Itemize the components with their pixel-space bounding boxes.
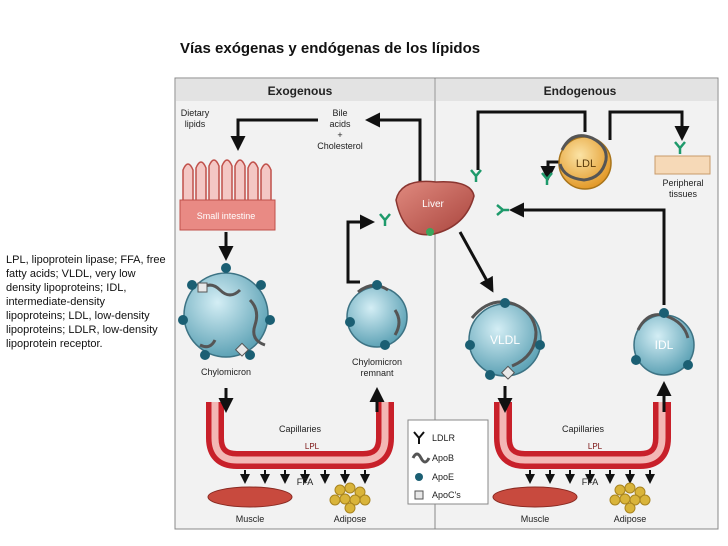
liver-to-ldl-line — [476, 110, 587, 170]
peripheral-label-1: Peripheral — [662, 178, 703, 188]
ldl-uptake-arrow — [540, 160, 560, 181]
bile-label-4: Cholesterol — [317, 141, 363, 151]
ffa-left-arrows — [240, 470, 370, 484]
remnant-to-liver-arrow — [346, 214, 375, 284]
legend-apocs-icon — [414, 490, 424, 500]
abbreviation-caption: LPL, lipoprotein lipase; FFA, free fatty… — [6, 254, 166, 350]
remnant-label-1: Chylomicron — [352, 357, 402, 367]
ffa-left-label: FFA — [297, 477, 314, 487]
capillaries-left-lumen — [211, 402, 389, 464]
exogenous-header — [176, 79, 434, 101]
liver-ldlr-icon — [470, 169, 482, 182]
bile-label-2: acids — [329, 119, 351, 129]
vldl-particle — [465, 298, 545, 380]
small-intestine-illustration — [179, 159, 276, 231]
bile-to-intestine-arrow — [230, 118, 318, 151]
capillaries-right-label: Capillaries — [562, 424, 605, 434]
dietary-lipids-label-2: lipids — [185, 119, 206, 129]
tissue-ldlr-icon — [674, 141, 686, 154]
muscle-left-illustration — [207, 486, 293, 508]
idl-to-liver-arrow — [509, 202, 666, 305]
lpl-left-label: LPL — [305, 442, 320, 451]
muscle-right-illustration — [492, 486, 578, 508]
peripheral-label-2: tissues — [669, 189, 698, 199]
legend-ldlr-label: LDLR — [432, 433, 456, 443]
chylomicron-remnant-particle — [345, 280, 408, 350]
gallbladder-icon — [426, 228, 434, 236]
bile-label-3: + — [337, 130, 342, 140]
ffa-right-arrows — [525, 470, 655, 484]
idl-label: IDL — [655, 338, 674, 352]
adipose-left-label: Adipose — [334, 514, 367, 524]
page-title: Vías exógenas y endógenas de los lípidos — [180, 40, 481, 57]
remnant-label-2: remnant — [360, 368, 394, 378]
ffa-right-label: FFA — [582, 477, 599, 487]
ldl-label: LDL — [576, 158, 596, 170]
chylomicron-particle — [178, 263, 275, 360]
adipose-right-label: Adipose — [614, 514, 647, 524]
endogenous-title: Endogenous — [544, 84, 617, 98]
idl-particle — [631, 308, 695, 376]
legend-apocs-label: ApoC's — [432, 490, 461, 500]
vldl-label: VLDL — [490, 333, 520, 347]
liver-to-vldl-arrow — [458, 231, 494, 293]
legend-apoe-label: ApoE — [432, 472, 454, 482]
ldl-particle — [558, 134, 612, 190]
legend-apoe-icon — [415, 473, 423, 481]
exogenous-title: Exogenous — [268, 84, 333, 98]
liver-label: Liver — [422, 199, 444, 210]
small-intestine-label: Small intestine — [197, 211, 256, 221]
endogenous-header — [436, 79, 717, 101]
legend-ldlr-icon — [413, 431, 425, 444]
muscle-right-label: Muscle — [521, 514, 550, 524]
dietary-lipids-label-1: Dietary — [181, 108, 210, 118]
liver-to-bile-arrow — [365, 112, 422, 182]
peripheral-tissues-illustration — [654, 155, 711, 175]
lpl-right-label: LPL — [588, 442, 603, 451]
adipose-left-illustration — [329, 482, 371, 514]
bile-label-1: Bile — [332, 108, 347, 118]
ldl-to-tissues-arrow — [608, 110, 690, 141]
adipose-right-illustration — [609, 482, 651, 514]
legend-apob-icon — [411, 452, 431, 464]
capillaries-right-lumen — [499, 402, 666, 464]
legend-apob-label: ApoB — [432, 453, 454, 463]
chylomicron-label: Chylomicron — [201, 367, 251, 377]
liver-ldlr-icon-2 — [496, 204, 509, 216]
liver-illustration — [395, 180, 475, 236]
ldlr-receptor-icon — [379, 213, 391, 226]
capillaries-left-label: Capillaries — [279, 424, 322, 434]
ldlr-icon — [541, 172, 553, 185]
muscle-left-label: Muscle — [236, 514, 265, 524]
